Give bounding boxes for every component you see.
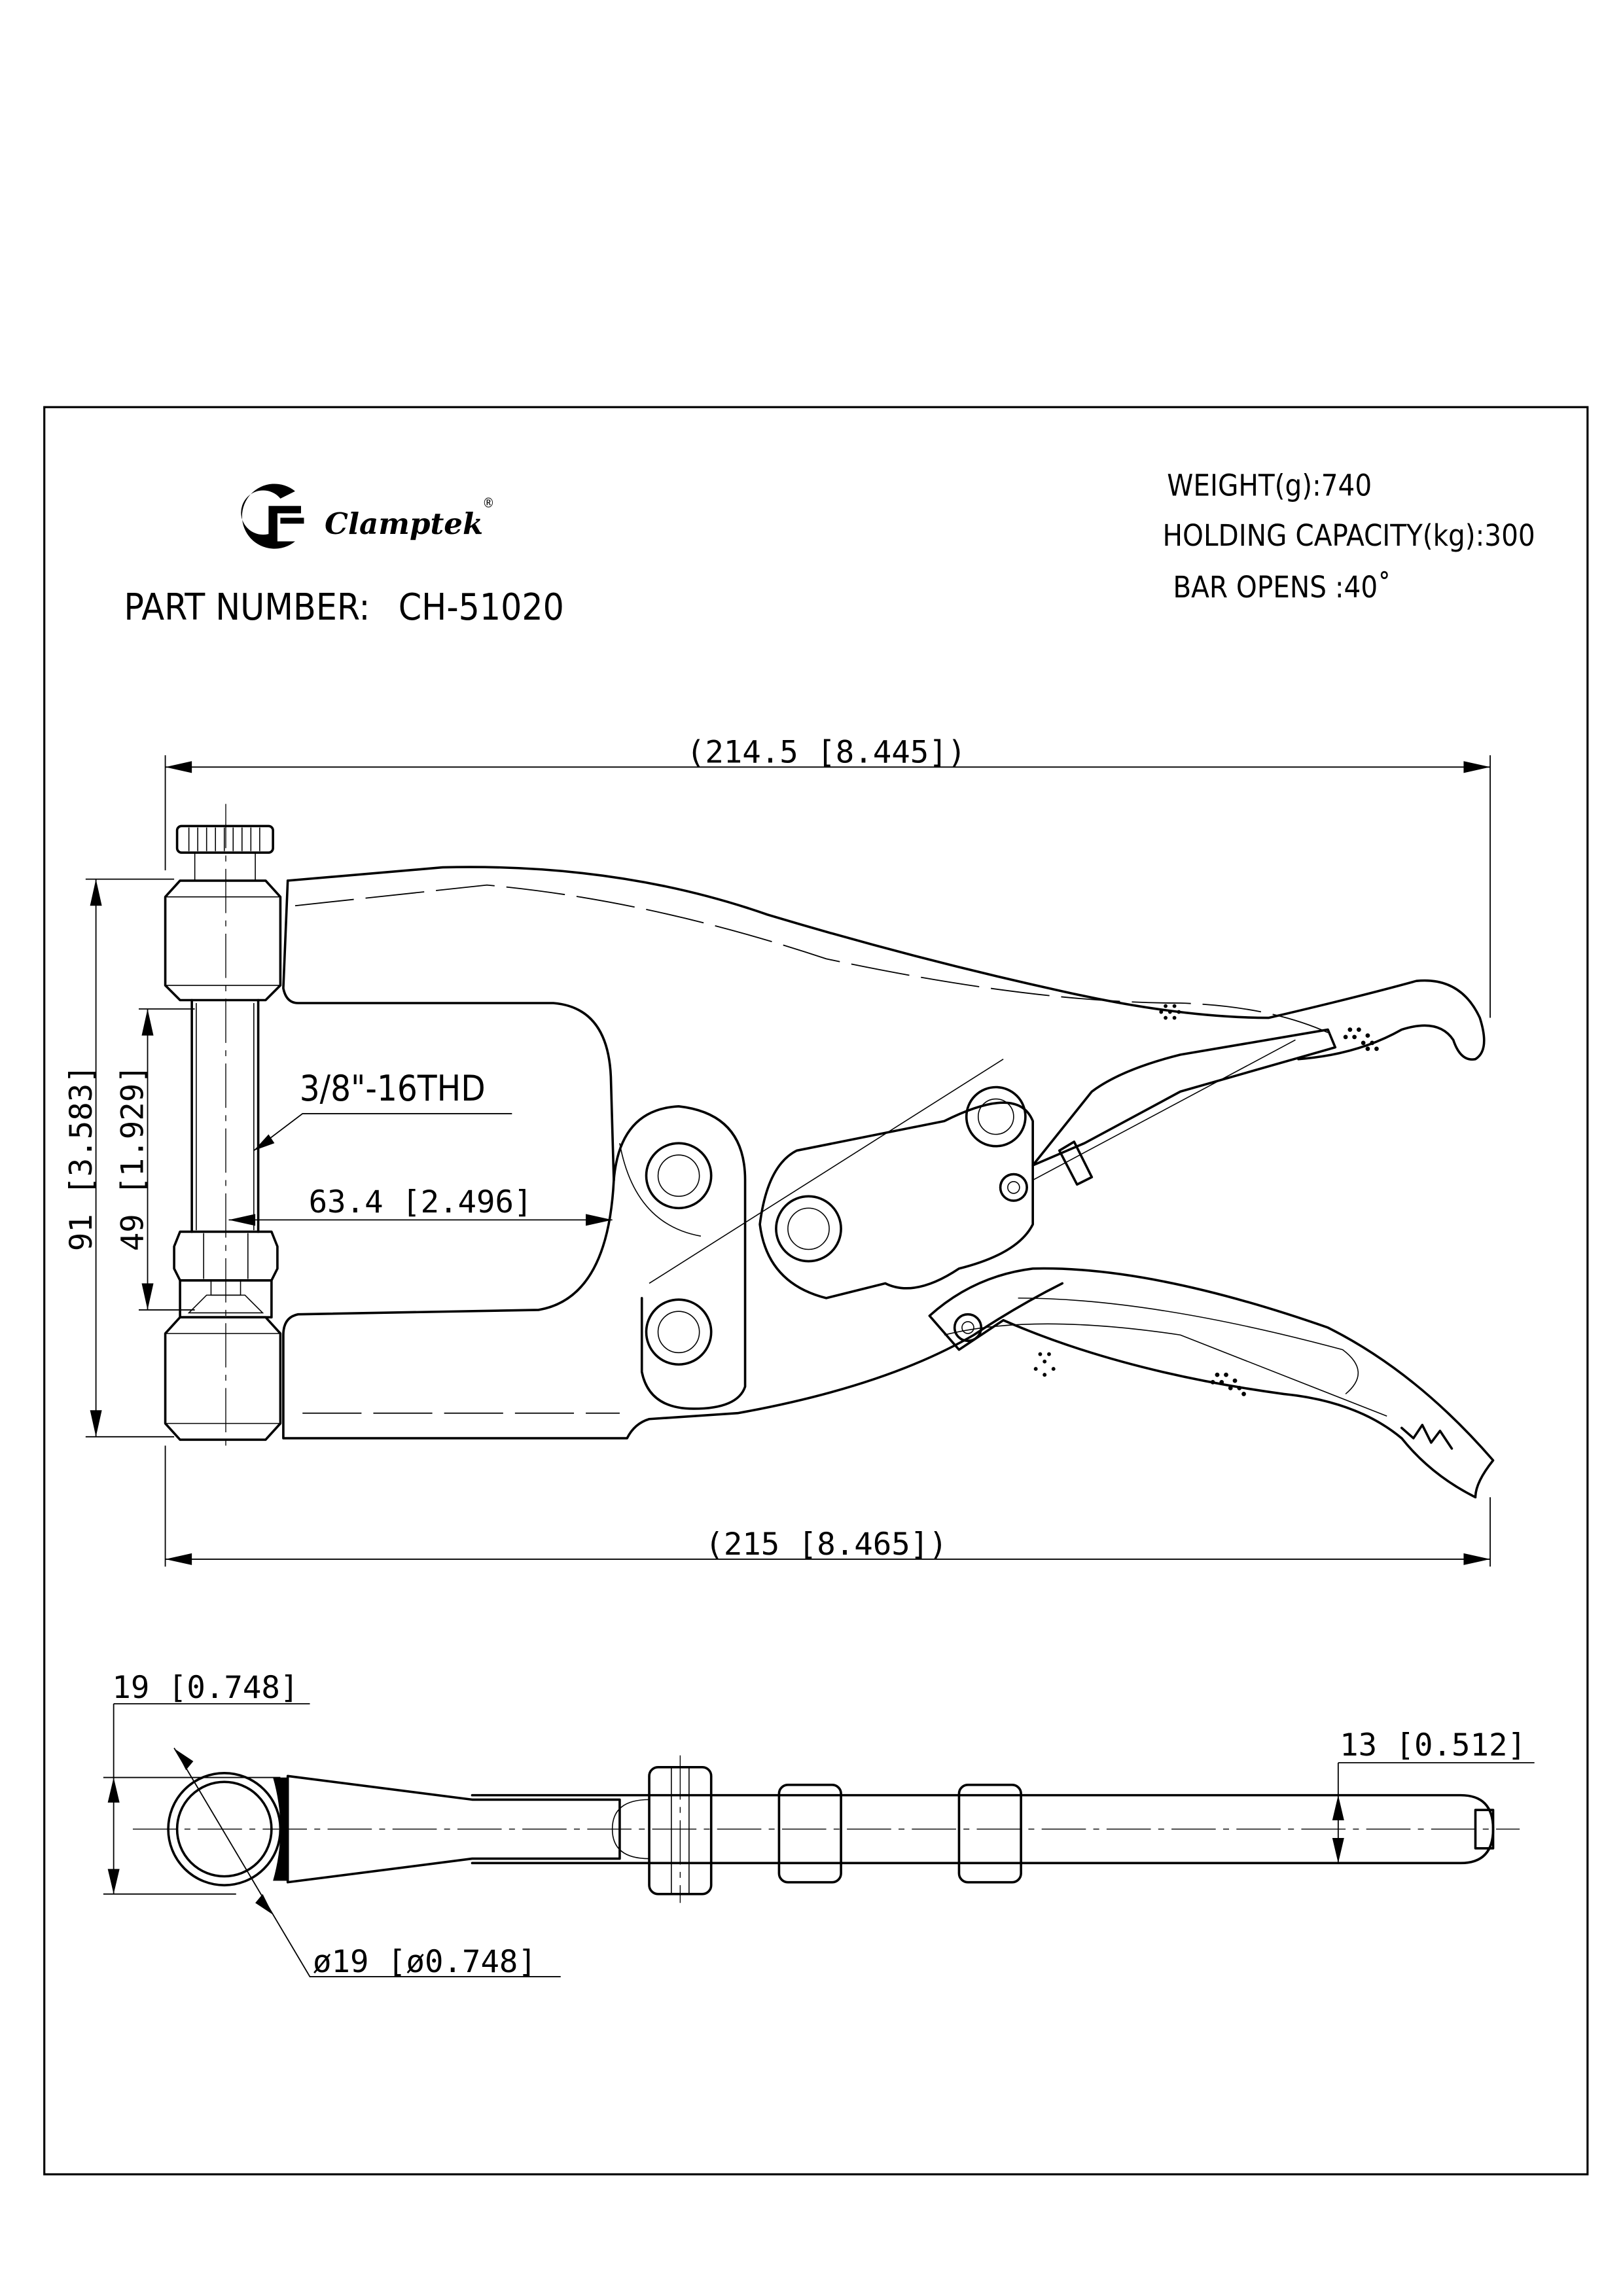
bar-thickness-text: 13 [0.512]	[1340, 1727, 1526, 1763]
opening-height-text: 49 [1.929]	[115, 1065, 151, 1251]
thread-text: 3/8"-16THD	[300, 1068, 486, 1109]
grip-texture	[1033, 1004, 1379, 1396]
dimension-height-total: 91 [3.583]	[63, 878, 175, 1438]
drawing-border	[43, 406, 1589, 2176]
dimension-throat-depth: 63.4 [2.496]	[228, 1184, 613, 1226]
bar-opens-spec: BAR OPENS :40˚	[1173, 570, 1391, 605]
dimension-opening-height: 49 [1.929]	[115, 1008, 195, 1311]
clamp-side-view	[132, 1755, 1520, 1903]
dimension-overall-bottom: (215 [8.465])	[164, 1445, 1491, 1567]
brand-name: Clamptek	[325, 506, 483, 541]
dimension-bar-thickness: 13 [0.512]	[1332, 1727, 1535, 1863]
dimension-pad-diameter: ø19 [ø0.748]	[173, 1748, 561, 1980]
overall-length-top-text: (214.5 [8.445])	[687, 735, 966, 771]
clamp-front-view	[164, 804, 1495, 1499]
height-total-text: 91 [3.583]	[63, 1065, 99, 1251]
pad-diameter-text: ø19 [ø0.748]	[313, 1944, 537, 1980]
dimension-overall-top: (214.5 [8.445])	[164, 735, 1491, 1018]
clamptek-logo: Clamptek ®	[241, 484, 495, 549]
throat-depth-text: 63.4 [2.496]	[309, 1184, 533, 1220]
dimension-side-width: 19 [0.748]	[103, 1670, 310, 1895]
part-number-label: PART NUMBER:	[124, 586, 370, 629]
part-number-value: CH-51020	[399, 586, 564, 629]
weight-spec: WEIGHT(g):740	[1167, 468, 1372, 503]
side-width-text: 19 [0.748]	[112, 1670, 298, 1706]
overall-length-bottom-text: (215 [8.465])	[705, 1527, 947, 1563]
thread-callout: 3/8"-16THD	[253, 1068, 512, 1152]
registered-mark: ®	[482, 495, 494, 511]
holding-capacity-spec: HOLDING CAPACITY(kg):300	[1163, 518, 1535, 553]
